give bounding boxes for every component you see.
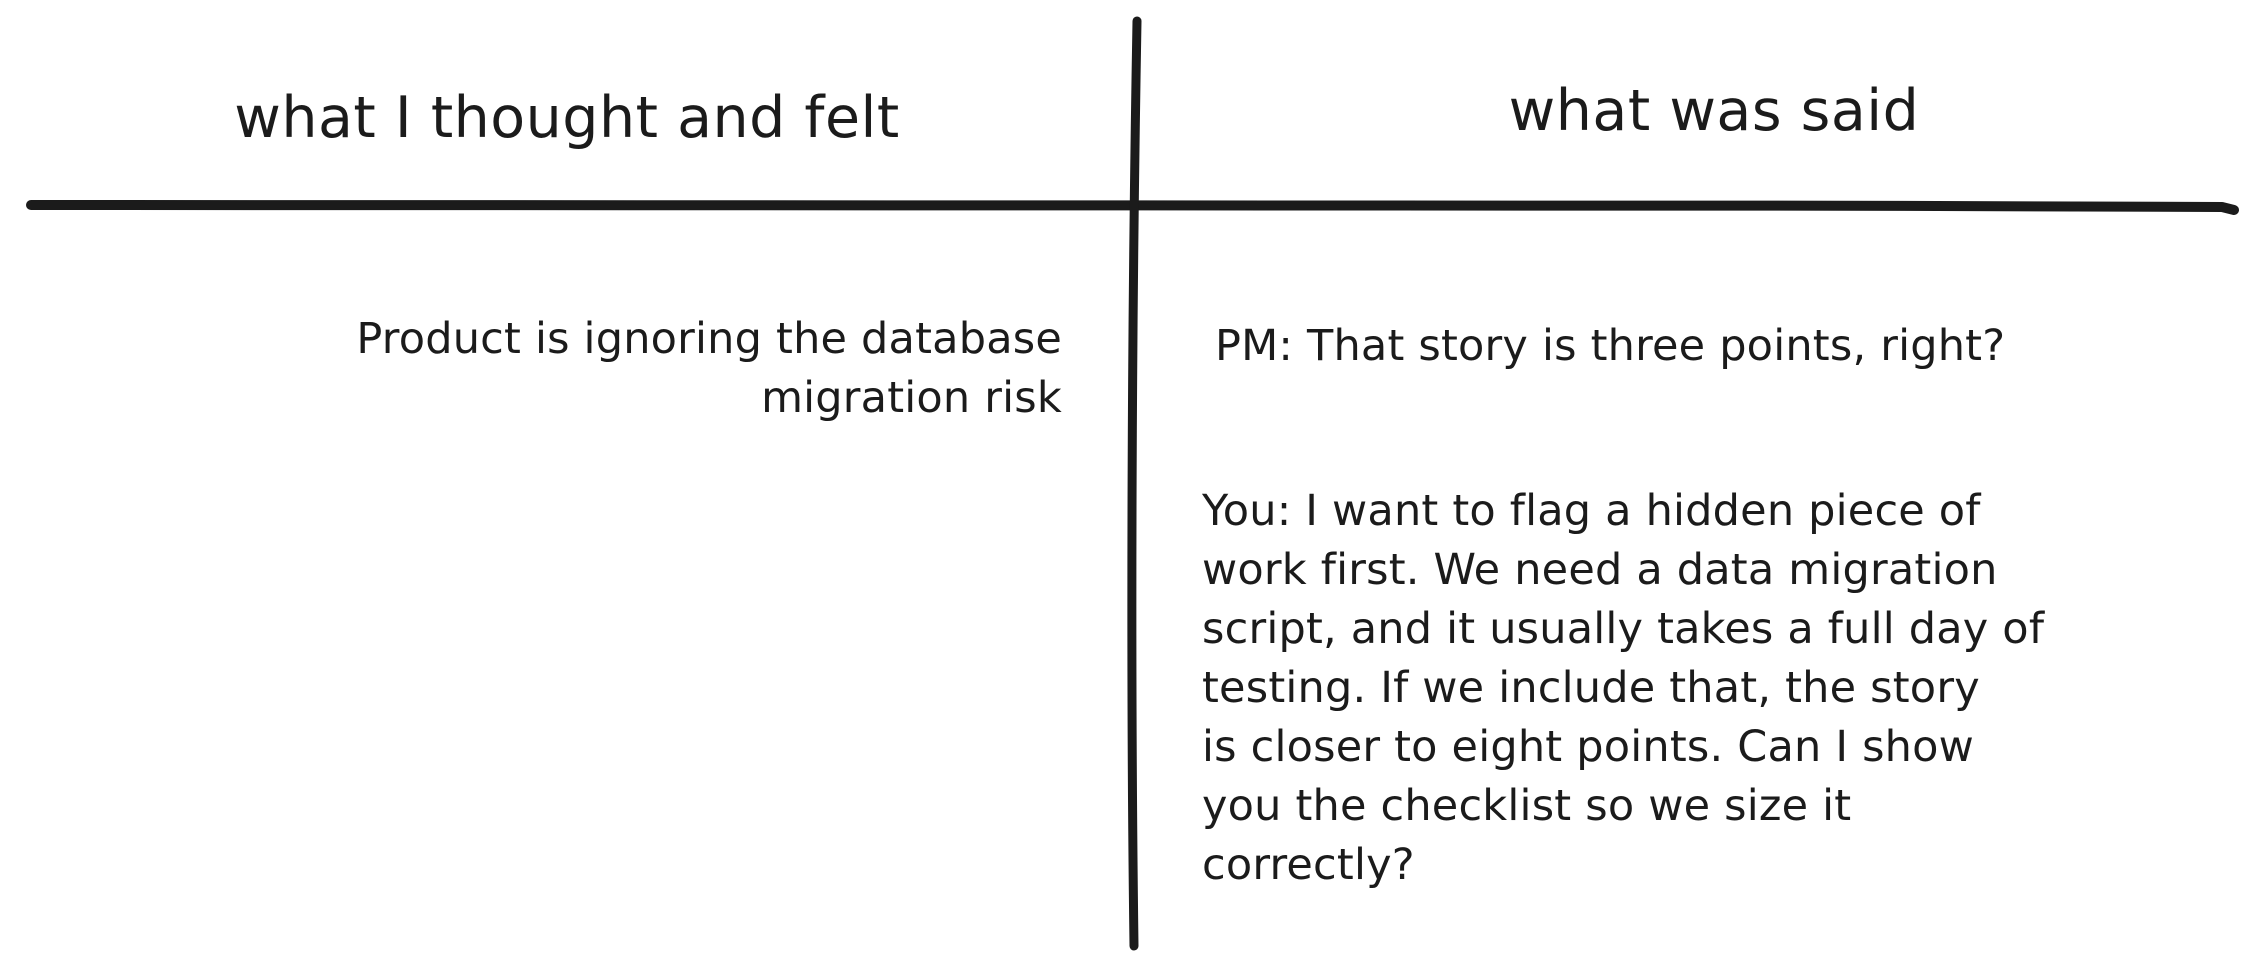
right-column-header: what was said [1508,78,1920,144]
you-quote: You: I want to flag a hidden piece of wo… [1202,486,2045,890]
left-column-note: Product is ignoring the database migrati… [356,314,1062,423]
header-underline [26,198,2239,215]
left-column-header: what I thought and felt [234,85,900,151]
column-divider-line [1127,16,1142,951]
pm-quote: PM: That story is three points, right? [1215,321,2006,371]
